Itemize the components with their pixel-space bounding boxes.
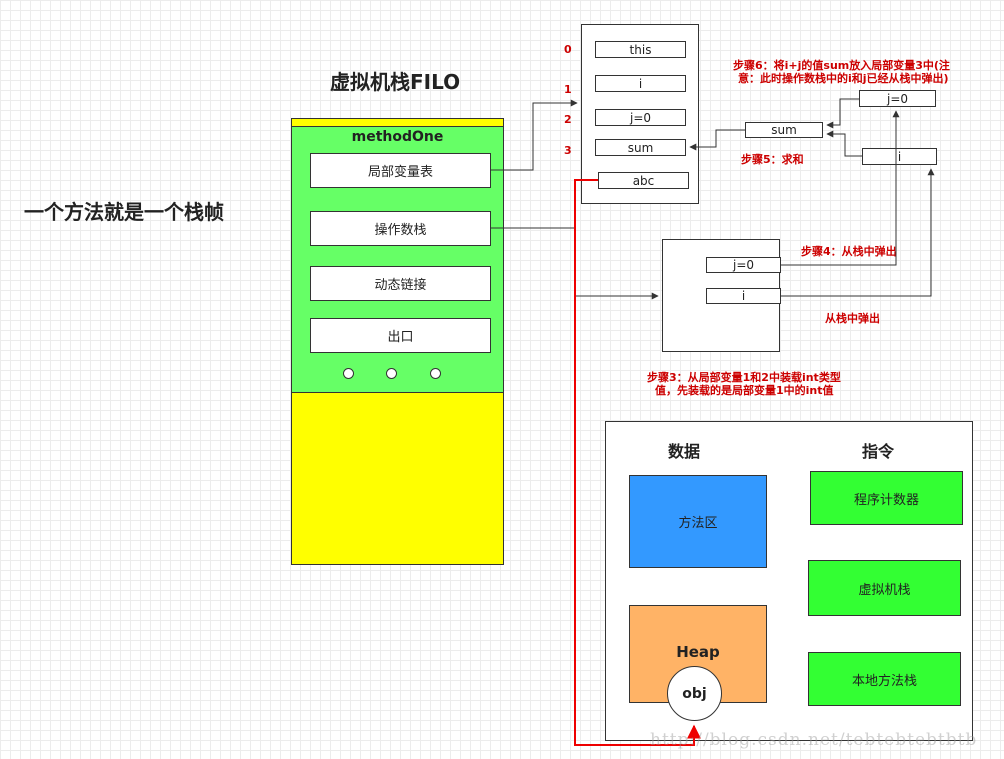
i-to-sum-arrow: [826, 130, 862, 157]
frame-exit: 出口: [310, 318, 491, 353]
ellipsis-dot: [343, 368, 354, 379]
step3-line1: 步骤3：从局部变量1和2中装载int类型: [647, 371, 841, 384]
slot-this: this: [595, 41, 686, 58]
operand-j: j=0: [706, 257, 781, 273]
local-vars-connector: [491, 99, 578, 171]
frame-note: 一个方法就是一个栈帧: [24, 200, 224, 224]
step3-line2: 值，先装载的是局部变量1中的int值: [655, 384, 834, 397]
slot-index-3: 3: [564, 144, 572, 157]
pop-j-arrow: [781, 110, 900, 266]
reference-arrow: [574, 179, 701, 746]
step5-label: 步骤5：求和: [741, 153, 804, 166]
j-to-sum-arrow: [826, 98, 859, 129]
slot-sum: sum: [595, 139, 686, 156]
frame-dynamic-link: 动态链接: [310, 266, 491, 301]
sum-store-arrow: [689, 129, 745, 151]
data-title: 数据: [668, 442, 701, 461]
slot-i: i: [595, 75, 686, 92]
instr-title: 指令: [862, 442, 895, 461]
step6-line1: 步骤6：将i+j的值sum放入局部变量3中(注: [733, 59, 950, 72]
heap-label: Heap: [676, 642, 720, 661]
method-name: methodOne: [351, 129, 444, 145]
method-area-box: 方法区: [629, 475, 767, 568]
ellipsis-dot: [430, 368, 441, 379]
slot-index-1: 1: [564, 83, 572, 96]
ellipsis-dot: [386, 368, 397, 379]
obj-circle: obj: [667, 666, 722, 721]
sum-box: sum: [745, 122, 823, 138]
vm-stack-title: 虚拟机栈FILO: [330, 70, 461, 94]
pop-i-arrow: [781, 168, 935, 297]
pc-box: 程序计数器: [810, 471, 963, 525]
frame-local-vars: 局部变量表: [310, 153, 491, 188]
slot-j: j=0: [595, 109, 686, 126]
frame-operand-stack: 操作数栈: [310, 211, 491, 246]
watermark: http://blog.csdn.net/tebtebtebtbtb: [650, 730, 978, 750]
step6-line2: 意：此时操作数栈中的i和j已经从栈中弹出): [738, 72, 949, 85]
pop-label: 从栈中弹出: [825, 312, 880, 325]
slot-abc: abc: [598, 172, 689, 189]
native-stack-box: 本地方法栈: [808, 652, 961, 706]
vm-stack-box: 虚拟机栈: [808, 560, 961, 616]
popped-i: i: [862, 148, 937, 165]
slot-index-2: 2: [564, 113, 572, 126]
operand-i: i: [706, 288, 781, 304]
slot-index-0: 0: [564, 43, 572, 56]
popped-j: j=0: [859, 90, 936, 107]
step4-label: 步骤4：从栈中弹出: [801, 245, 897, 258]
